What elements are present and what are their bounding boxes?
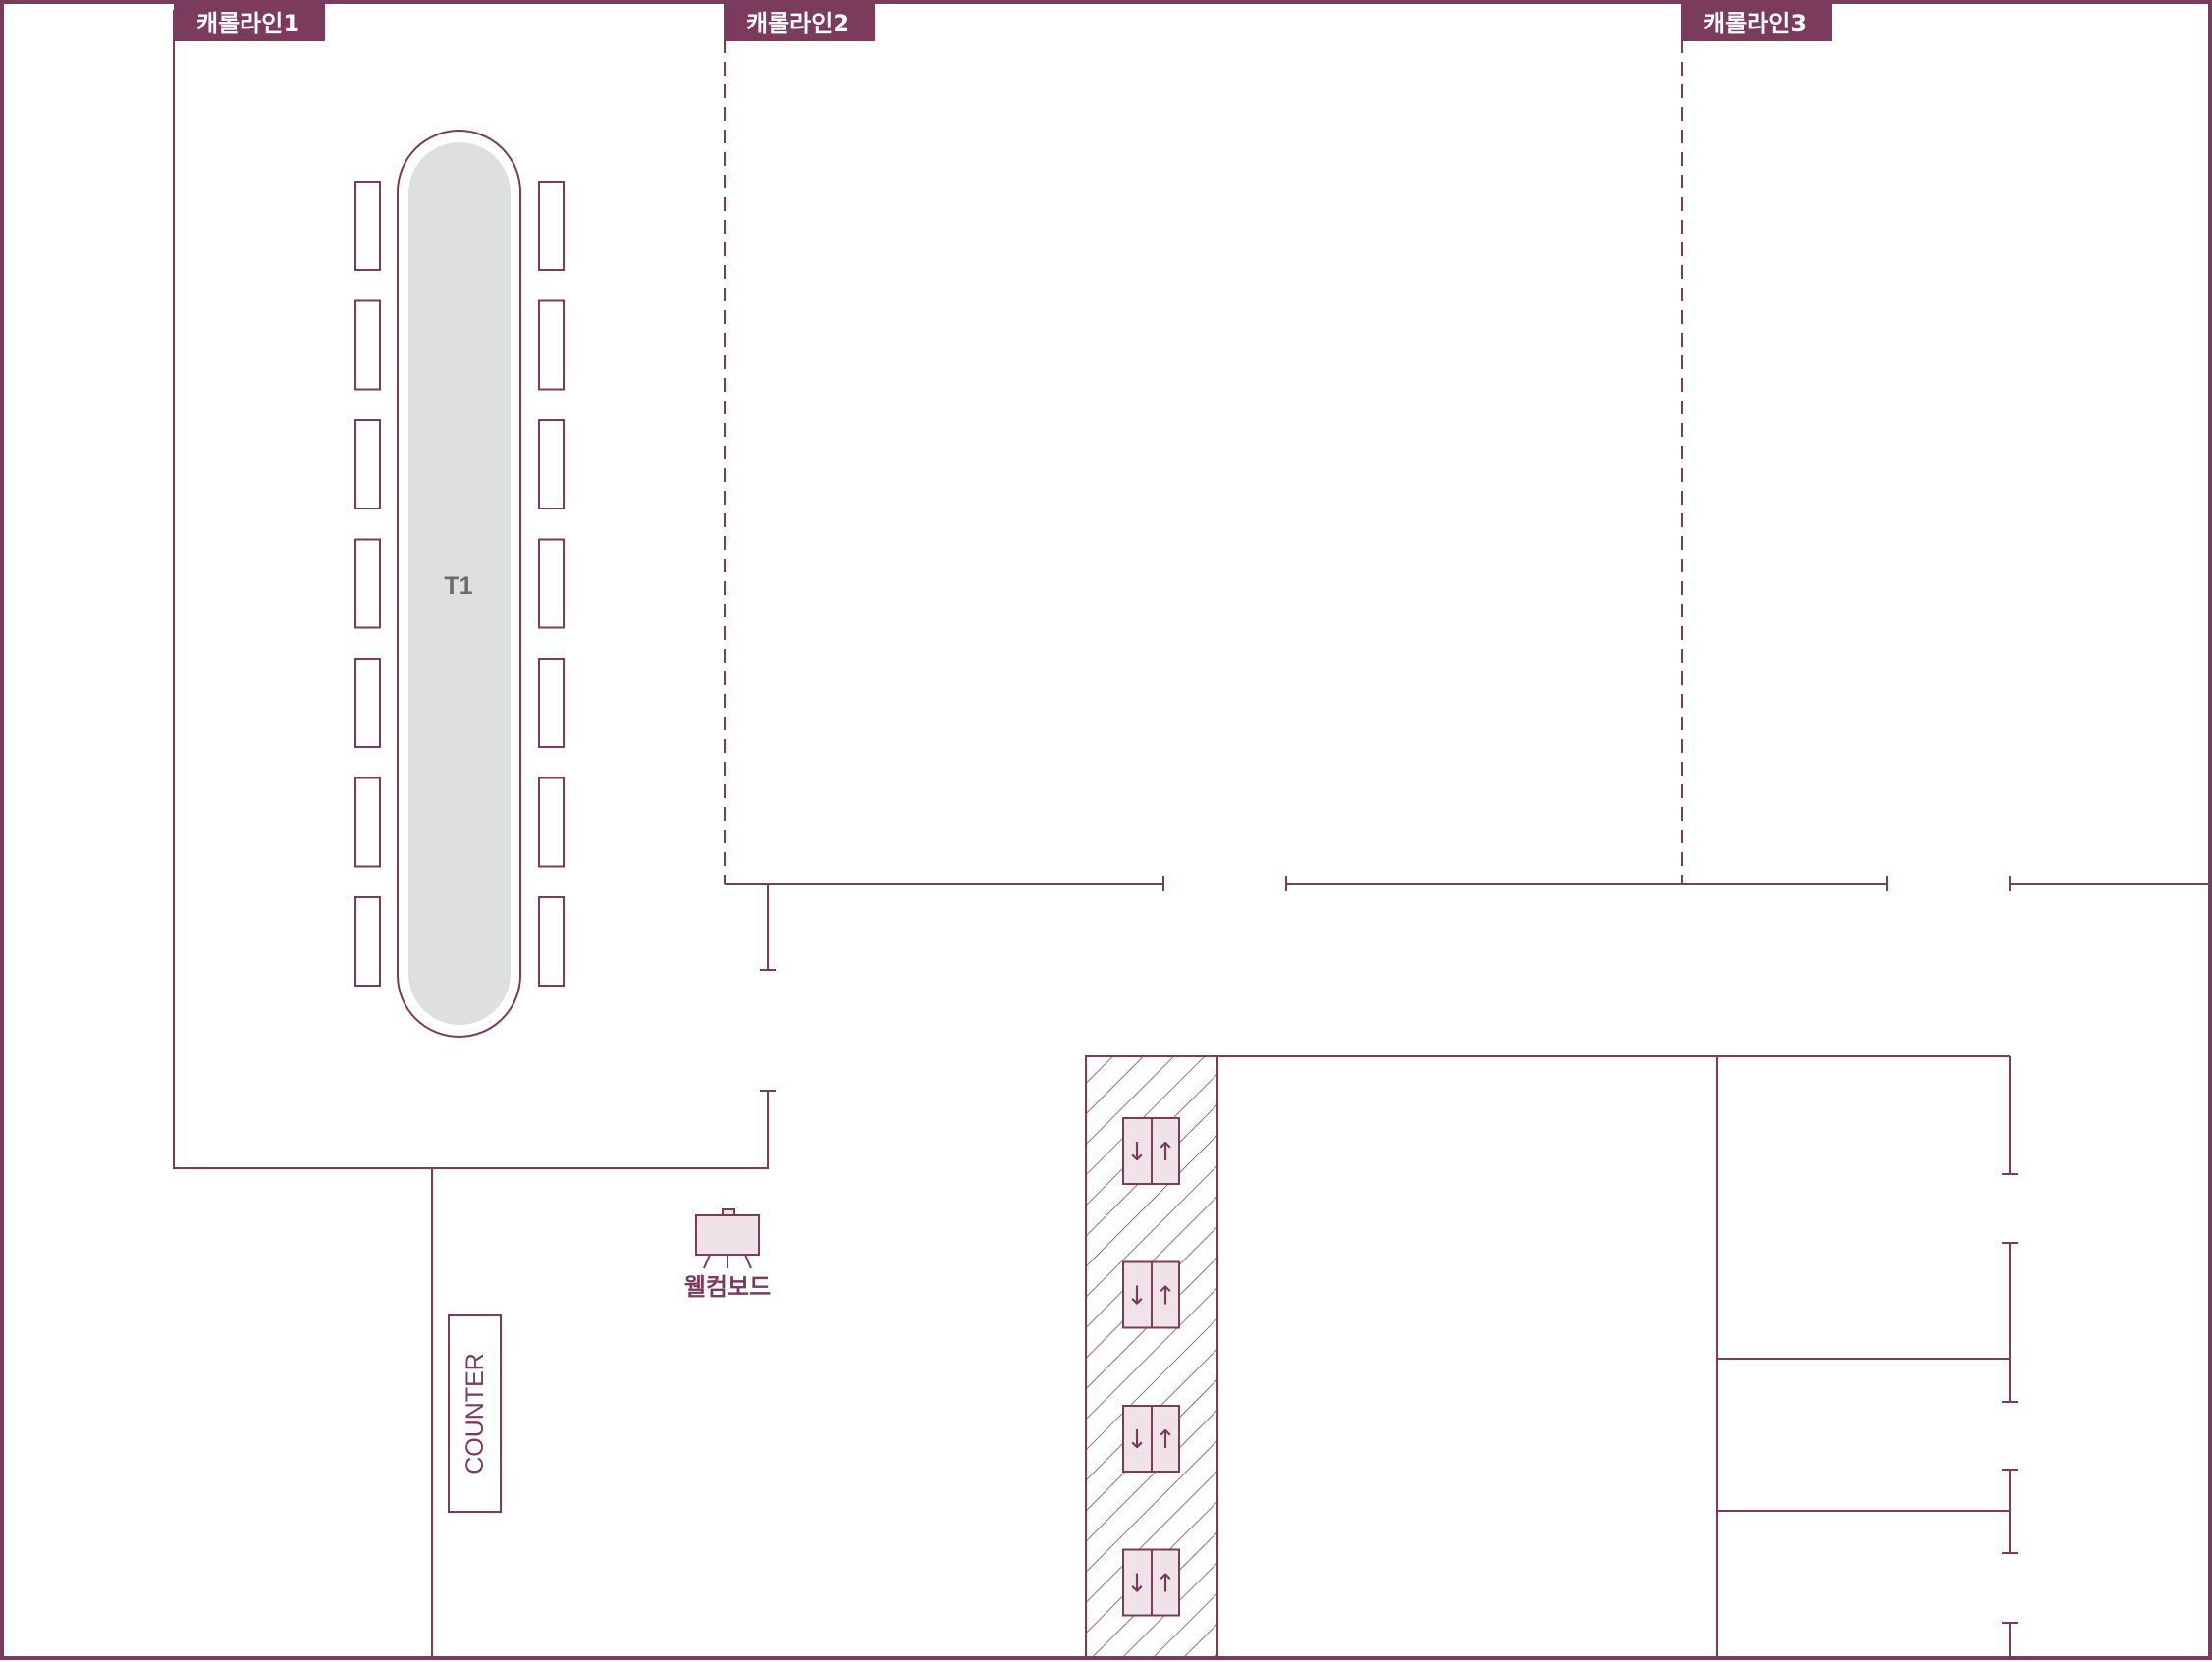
chair-right-4 — [538, 538, 565, 629]
chair-right-6 — [538, 777, 565, 868]
zone-tag-caroline-2: 캐롤라인2 — [724, 4, 875, 41]
down-arrow-icon: ↓ — [1126, 1425, 1148, 1455]
chair-right-5 — [538, 658, 565, 748]
escalators: ↓↑↓↑↓↑↓↑ — [1122, 1117, 1180, 1617]
counter-label: COUNTER — [461, 1353, 489, 1474]
chair-left-4 — [354, 538, 381, 629]
down-arrow-icon: ↓ — [1126, 1282, 1148, 1312]
counter[interactable]: COUNTER — [448, 1314, 502, 1513]
easel-icon — [695, 1208, 760, 1269]
chair-left-2 — [354, 299, 381, 391]
zone-label-caroline-2: 캐롤라인2 — [746, 10, 849, 37]
chair-left-7 — [354, 896, 381, 987]
escalator-icon: ↓↑ — [1122, 1405, 1180, 1473]
room-caroline-3[interactable] — [1681, 39, 2210, 891]
escalator-icon: ↓↑ — [1122, 1548, 1180, 1617]
welcome-board[interactable]: 웰컴보드 — [684, 1208, 771, 1301]
zone-label-caroline-1: 캐롤라인1 — [196, 10, 299, 37]
up-arrow-icon: ↑ — [1155, 1570, 1176, 1599]
table-label-t1: T1 — [444, 572, 472, 600]
up-arrow-icon: ↑ — [1155, 1425, 1176, 1455]
table-t1[interactable]: T1 — [397, 130, 521, 1038]
chair-left-3 — [354, 419, 381, 509]
chair-right-3 — [538, 419, 565, 509]
chair-right-2 — [538, 299, 565, 391]
chair-left-6 — [354, 777, 381, 868]
down-arrow-icon: ↓ — [1126, 1570, 1148, 1599]
up-arrow-icon: ↑ — [1155, 1138, 1176, 1167]
escalator-icon: ↓↑ — [1122, 1117, 1180, 1185]
chair-right-7 — [538, 896, 565, 987]
up-arrow-icon: ↑ — [1155, 1282, 1176, 1312]
zone-label-caroline-3: 캐롤라인3 — [1703, 10, 1807, 37]
room-caroline-1[interactable] — [173, 10, 776, 1658]
down-arrow-icon: ↓ — [1126, 1138, 1148, 1167]
room-caroline-2[interactable] — [724, 39, 1888, 891]
chair-left-5 — [354, 658, 381, 748]
chairs — [354, 181, 565, 987]
zone-tag-caroline-1: 캐롤라인1 — [174, 4, 325, 41]
escalator-icon: ↓↑ — [1122, 1260, 1180, 1329]
service-area — [1217, 1055, 2018, 1658]
welcome-board-label: 웰컴보드 — [684, 1273, 771, 1301]
chair-left-1 — [354, 181, 381, 271]
zone-tag-caroline-3: 캐롤라인3 — [1681, 4, 1832, 41]
chair-right-1 — [538, 181, 565, 271]
